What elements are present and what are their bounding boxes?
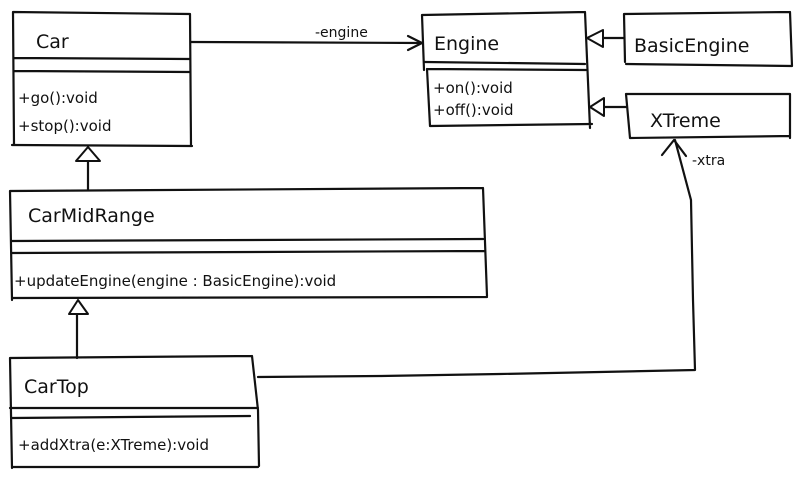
class-engine-name: Engine: [434, 33, 499, 55]
class-carmidrange-method: +updateEngine(engine : BasicEngine):void: [14, 272, 336, 290]
class-xtreme[interactable]: XTreme: [624, 92, 792, 140]
class-car-box: [10, 10, 194, 148]
inheritance-triangle-icon: [586, 29, 604, 48]
class-cartop-box: [8, 354, 261, 470]
generalization-xtreme-engine[interactable]: [589, 97, 628, 117]
class-engine[interactable]: Engine +on():void +off():void: [420, 10, 594, 130]
class-car-name: Car: [36, 31, 69, 53]
class-cartop-name: CarTop: [24, 376, 89, 398]
class-cartop-method: +addXtra(e:XTreme):void: [18, 436, 209, 454]
inheritance-triangle-icon: [68, 299, 89, 315]
class-engine-box: [420, 10, 594, 130]
generalization-cartop-carmidrange[interactable]: [68, 299, 89, 360]
arrowhead-open-icon: [660, 138, 688, 158]
arrowhead-open-icon: [406, 34, 424, 52]
class-carmidrange-name: CarMidRange: [28, 205, 155, 227]
association-label: -engine: [315, 25, 368, 41]
class-engine-method: +off():void: [433, 101, 514, 119]
generalization-basicengine-engine[interactable]: [586, 29, 626, 48]
generalization-carmidrange-car[interactable]: [75, 146, 101, 192]
class-basicengine-name: BasicEngine: [634, 35, 749, 57]
class-cartop[interactable]: CarTop +addXtra(e:XTreme):void: [8, 354, 261, 470]
class-xtreme-box: [624, 92, 792, 140]
class-carmidrange[interactable]: CarMidRange +updateEngine(engine : Basic…: [8, 186, 489, 302]
class-car[interactable]: Car +go():void +stop():void: [10, 10, 194, 148]
class-carmidrange-box: [8, 186, 489, 302]
class-basicengine[interactable]: BasicEngine: [622, 10, 794, 68]
class-car-method: +stop():void: [18, 117, 111, 135]
inheritance-triangle-icon: [75, 146, 101, 162]
class-engine-method: +on():void: [433, 79, 513, 97]
association-label: -xtra: [692, 153, 725, 169]
class-car-method: +go():void: [18, 89, 98, 107]
association-car-engine[interactable]: -engine: [189, 25, 424, 52]
class-xtreme-name: XTreme: [650, 110, 721, 132]
association-line: [256, 138, 697, 379]
inheritance-triangle-icon: [589, 97, 605, 117]
association-cartop-xtreme[interactable]: -xtra: [256, 138, 725, 379]
association-line: [189, 40, 424, 45]
